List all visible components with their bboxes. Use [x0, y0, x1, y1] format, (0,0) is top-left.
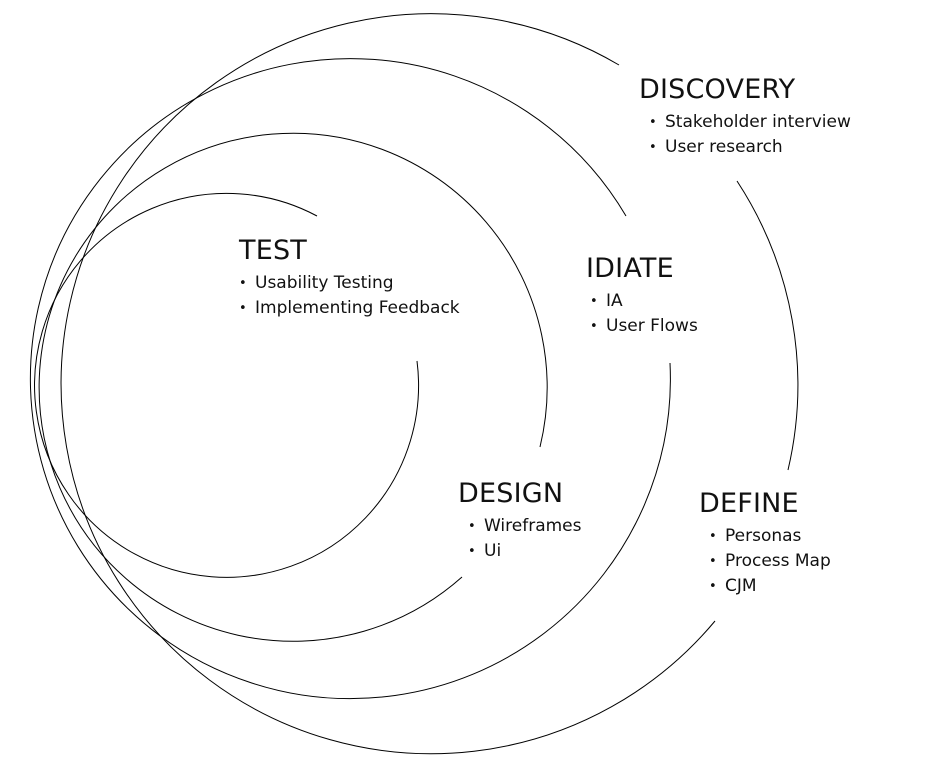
arc-design-outer — [38, 132, 548, 642]
stage-item-list: Usability Testing Implementing Feedback — [239, 271, 460, 321]
list-item: CJM — [709, 574, 831, 599]
arc-test-inner — [34, 192, 420, 578]
stage-title: IDIATE — [586, 253, 674, 284]
stage-define: DEFINE Personas Process Map CJM — [699, 488, 831, 599]
stage-test: TEST Usability Testing Implementing Feed… — [239, 235, 460, 321]
list-item: Implementing Feedback — [239, 296, 460, 321]
stage-title: TEST — [239, 235, 307, 266]
stage-item-list: Personas Process Map CJM — [709, 524, 831, 599]
stage-idiate: IDIATE IA User Flows — [586, 253, 698, 339]
list-item: Stakeholder interview — [649, 110, 851, 135]
list-item: Ui — [468, 539, 582, 564]
stage-design: DESIGN Wireframes Ui — [458, 478, 582, 564]
arc-discovery-right — [736, 180, 799, 471]
list-item: Wireframes — [468, 514, 582, 539]
stage-title: DESIGN — [458, 478, 564, 509]
list-item: User research — [649, 135, 851, 160]
stage-item-list: IA User Flows — [590, 289, 698, 339]
list-item: Usability Testing — [239, 271, 460, 296]
stage-discovery: DISCOVERY Stakeholder interview User res… — [639, 74, 851, 160]
stage-item-list: Wireframes Ui — [468, 514, 582, 564]
list-item: IA — [590, 289, 698, 314]
stage-item-list: Stakeholder interview User research — [649, 110, 851, 160]
stage-title: DEFINE — [699, 488, 799, 519]
arc-discovery-define — [60, 13, 716, 755]
arc-idiate-outer — [29, 58, 671, 700]
stage-title: DISCOVERY — [639, 74, 796, 105]
list-item: Personas — [709, 524, 831, 549]
list-item: Process Map — [709, 549, 831, 574]
list-item: User Flows — [590, 314, 698, 339]
